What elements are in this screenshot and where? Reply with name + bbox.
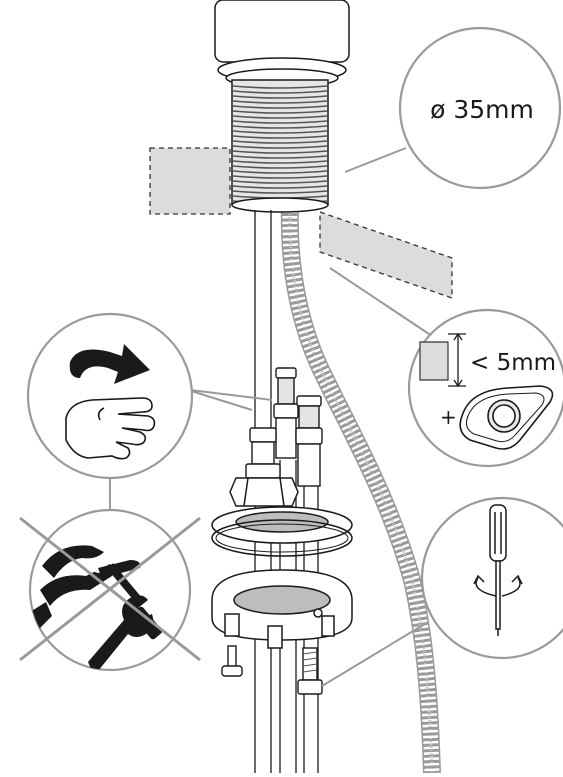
thread-line	[232, 120, 328, 124]
flexible-hose	[280, 204, 441, 774]
hex-nut	[229, 477, 299, 507]
thread-line	[232, 185, 328, 189]
thread-line	[232, 100, 328, 104]
callout-hole-diameter: ø 35mm	[398, 26, 562, 190]
thread-line	[232, 145, 328, 149]
thread-line	[232, 105, 328, 109]
callout-hand-tighten	[26, 312, 194, 480]
rotate-arrows-icon	[473, 574, 523, 597]
thread-line	[232, 90, 328, 94]
compression-nut	[245, 427, 281, 479]
wrench-icon	[88, 595, 154, 670]
callout-countertop-thickness: < 5mm +	[407, 308, 563, 468]
countertop-section	[419, 341, 449, 381]
thread-line	[232, 160, 328, 164]
mounting-plate	[211, 569, 353, 649]
thread-line	[232, 95, 328, 99]
screwdriver-icon	[489, 504, 507, 636]
hole-diameter-label: ø 35mm	[430, 95, 534, 124]
faucet-body	[214, 0, 350, 88]
thread-line	[232, 150, 328, 154]
faucet-base	[214, 0, 350, 63]
thread-line	[232, 115, 328, 119]
curved-arrow-icon	[69, 344, 150, 384]
thread-line	[232, 180, 328, 184]
thread-line	[232, 135, 328, 139]
thread-line	[232, 125, 328, 129]
thread-line	[232, 110, 328, 114]
thread-line	[232, 140, 328, 144]
countertop-thickness-label: < 5mm	[470, 350, 556, 376]
thread-line	[232, 130, 328, 134]
thread-line	[232, 170, 328, 174]
callout-screwdriver	[420, 496, 563, 660]
threaded-shank	[231, 79, 329, 213]
callout-leaders	[109, 147, 439, 687]
rubber-washer	[211, 506, 353, 557]
hose-connector-right	[295, 395, 323, 487]
thread-line	[232, 190, 328, 194]
fixing-bolt-right	[297, 647, 323, 695]
fixing-bolt-left	[221, 645, 243, 677]
pliers-icon	[30, 545, 141, 630]
countertop-slab-left	[149, 147, 231, 215]
countertop	[149, 147, 453, 299]
plus-sign: +	[440, 405, 457, 429]
hose-connector-left	[273, 367, 299, 459]
countertop-slab-right	[319, 211, 453, 299]
thread-line	[232, 85, 328, 89]
thread-line	[232, 175, 328, 179]
thread-line	[232, 165, 328, 169]
thread-line	[232, 155, 328, 159]
thickness-dimension	[448, 332, 466, 388]
prohibition-cross	[19, 516, 201, 662]
hand-icon	[65, 397, 156, 460]
triangular-plate-icon	[459, 385, 554, 450]
callout-no-tools	[19, 508, 201, 672]
